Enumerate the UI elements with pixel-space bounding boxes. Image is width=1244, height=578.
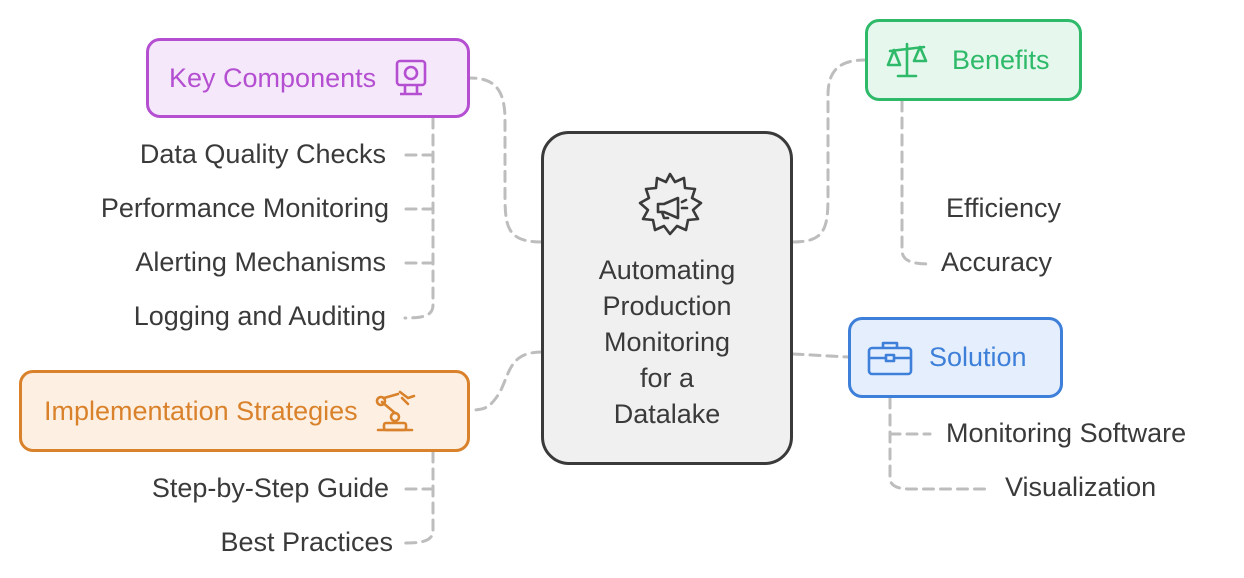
connector-key-components [468,76,544,244]
robot-arm-icon [372,390,418,432]
central-topic-title: Automating Production Monitoring for a D… [598,255,736,429]
leaf-step-by-step-guide: Step-by-Step Guide [151,473,389,503]
benefits-title: Benefits [952,44,1050,75]
benefits-node[interactable]: Benefits [865,19,1082,101]
spine-solution [888,396,992,491]
leaf-best-practices: Best Practices [220,527,393,557]
solution-title: Solution [929,342,1027,372]
spine-key-components [403,116,435,320]
leaf-monitoring-software: Monitoring Software [946,418,1187,448]
central-topic-node[interactable]: Automating Production Monitoring for a D… [541,131,793,465]
implementation-title: Implementation Strategies [44,395,358,426]
leaf-data-quality-checks: Data Quality Checks [139,139,386,169]
balance-scale-icon [886,41,928,79]
connector-implementation [468,350,544,412]
connector-solution [791,352,850,359]
leaf-accuracy: Accuracy [941,247,1053,277]
briefcase-icon [867,340,913,376]
leaf-logging-and-auditing: Logging and Auditing [133,301,386,331]
implementation-strategies-node[interactable]: Implementation Strategies [19,370,470,452]
leaf-efficiency: Efficiency [946,193,1062,223]
monitor-icon [394,58,428,98]
solution-node[interactable]: Solution [848,317,1063,398]
spine-benefits [900,99,932,266]
leaf-alerting-mechanisms: Alerting Mechanisms [135,247,386,277]
leaf-performance-monitoring: Performance Monitoring [100,193,389,223]
gear-megaphone-icon [634,170,706,247]
leaf-visualization: Visualization [1005,472,1157,502]
spine-implementation [403,450,435,545]
key-components-title: Key Components [169,62,377,93]
key-components-node[interactable]: Key Components [146,38,470,118]
connector-benefits [791,58,867,244]
